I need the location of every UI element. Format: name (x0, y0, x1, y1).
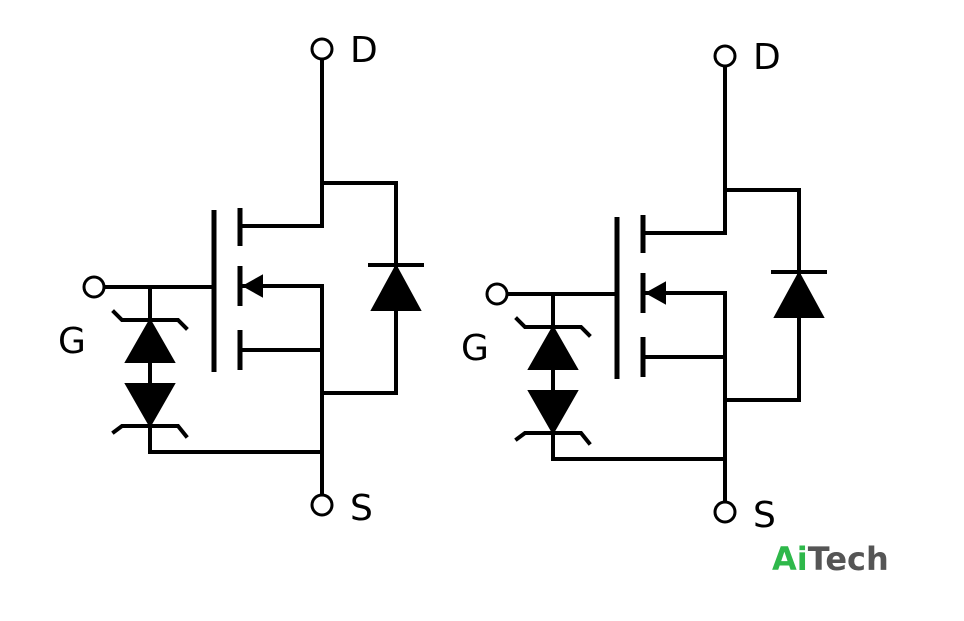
zener-diode-upper-icon (527, 324, 579, 370)
zener-bar-upper (111, 309, 189, 331)
gate-terminal (485, 282, 509, 306)
drain-terminal (310, 37, 334, 61)
mosfet-symbol-1: D S G (58, 30, 424, 529)
drain-label: D (753, 37, 781, 78)
zener-diode-upper-icon (124, 317, 176, 363)
drain-terminal (713, 44, 737, 68)
body-diode-icon (773, 270, 825, 318)
gate-label: G (58, 321, 86, 362)
aitech-watermark-logo: AiTech (772, 540, 889, 578)
channel-arrow-icon (644, 281, 666, 305)
gate-terminal (82, 275, 106, 299)
zener-bar-lower (514, 431, 592, 446)
watermark-part-ai: Ai (772, 540, 808, 578)
watermark-part-tech: Tech (807, 540, 889, 578)
source-label: S (753, 495, 776, 536)
source-terminal (310, 493, 334, 517)
source-label: S (350, 488, 373, 529)
channel-arrow-icon (241, 274, 263, 298)
zener-diode-lower-icon (527, 390, 579, 436)
body-diode-icon (370, 263, 422, 311)
zener-bar-upper (514, 316, 592, 338)
zener-diode-lower-icon (124, 383, 176, 429)
zener-bar-lower (111, 424, 189, 439)
drain-label: D (350, 30, 378, 71)
gate-label: G (461, 328, 489, 369)
source-terminal (713, 500, 737, 524)
mosfet-symbol-2: D S G (461, 37, 827, 536)
